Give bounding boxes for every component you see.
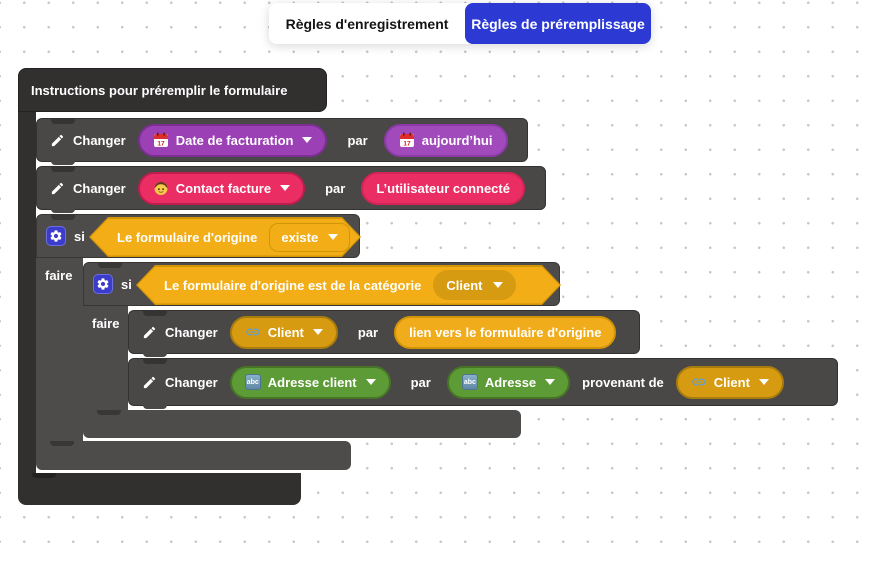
do-label: faire [92,316,120,331]
chevron-down-icon [758,379,769,385]
field-dropdown-client[interactable]: Client [229,315,338,349]
hexagon-fill [91,219,360,256]
calendar-icon: 17 [153,132,168,147]
rules-tab-bar: Règles d'enregistrement Règles de prérem… [269,3,651,44]
calendar-icon: 17 [399,132,414,147]
connector-label: par [347,132,368,148]
connector-notch [143,359,167,364]
condition-label: Le formulaire d'origine [117,229,258,245]
prefill-instructions-block-spine [18,112,36,473]
field-dropdown-date-facturation[interactable]: 17 Date de facturation [137,123,328,157]
prefill-instructions-block-header[interactable]: Instructions pour préremplir le formulai… [18,68,327,112]
blockly-workspace[interactable]: Instructions pour préremplir le formulai… [18,68,863,505]
chevron-down-icon [312,329,323,335]
tab-label: Règles d'enregistrement [285,15,449,32]
link-icon [246,328,260,336]
statement-set-client-block[interactable]: Changer Client par lien vers le formulai… [128,310,640,357]
dropdown-value: Client [713,374,750,390]
value-dropdown-adresse[interactable]: abc Adresse [446,365,571,399]
chevron-down-icon [492,282,503,288]
connector-notch [97,410,121,415]
condition-categorie-client-block[interactable]: Le formulaire d'origine est de la catégo… [136,265,561,305]
dropdown-value: Date de facturation [175,132,294,148]
chevron-down-icon [545,379,556,385]
abc-label: abc [463,378,476,386]
pencil-icon [143,326,156,338]
block-title: Instructions pour préremplir le formulai… [31,82,288,98]
connector-tab [51,208,75,213]
chevron-down-icon [280,185,291,191]
if-inner-do-section: faire [83,306,128,410]
connector-notch [51,167,75,172]
statement-set-date-block[interactable]: Changer 17 Date de facturation par 17 au… [36,118,528,165]
if-keyword-label: si [121,276,132,292]
connector-label: par [410,374,431,390]
operator-dropdown-existe[interactable]: existe [269,222,351,252]
if-inner-block-header[interactable]: si Le formulaire d'origine est de la cat… [83,262,560,306]
source-dropdown-client[interactable]: Client [675,365,784,399]
verb-label: Changer [165,324,218,340]
pencil-icon [51,182,64,194]
gear-icon[interactable] [46,226,66,246]
dropdown-value: Contact facture [175,180,272,196]
connector-label: par [325,180,346,196]
dropdown-value: existe [281,229,319,245]
value-label: L’utilisateur connecté [376,180,510,196]
prefill-instructions-block-footer [18,473,301,505]
svg-text:17: 17 [403,140,411,147]
verb-label: Changer [165,374,218,390]
svg-text:17: 17 [157,140,165,147]
chevron-down-icon [365,379,376,385]
verb-label: Changer [73,132,126,148]
value-block-utilisateur-connecte[interactable]: L’utilisateur connecté [361,171,525,205]
do-label: faire [45,268,73,283]
category-dropdown-client[interactable]: Client [433,270,516,300]
tab-regles-preremplissage[interactable]: Règles de préremplissage [465,3,651,44]
connector-notch [143,311,167,316]
verb-label: Changer [73,180,126,196]
if-outer-block-footer [36,441,351,470]
if-keyword-label: si [74,228,85,244]
dropdown-value: Client [267,324,304,340]
connector-notch [32,473,56,478]
gear-icon[interactable] [93,274,113,294]
if-inner-block-footer [83,410,521,438]
statement-set-contact-block[interactable]: Changer Contact facture par L’utilisateu… [36,166,546,213]
dropdown-value: Adresse [484,374,537,390]
condition-formulaire-origine-existe-block[interactable]: Le formulaire d'origine existe [89,217,361,257]
tab-label: Règles de préremplissage [471,15,645,32]
pencil-icon [51,134,64,146]
connector-label: provenant de [582,374,664,390]
value-block-aujourdhui[interactable]: 17 aujourd’hui [383,123,508,157]
connector-tab [143,404,167,409]
if-outer-block-header[interactable]: si Le formulaire d'origine existe [36,214,360,258]
value-label: lien vers le formulaire d'origine [409,324,602,340]
tab-regles-enregistrement[interactable]: Règles d'enregistrement [269,3,465,44]
text-field-icon: abc [244,374,261,390]
text-field-icon: abc [461,374,478,390]
link-icon [692,378,706,386]
chevron-down-icon [328,234,339,240]
value-label: aujourd’hui [421,132,493,148]
chevron-down-icon [302,137,313,143]
condition-label: Le formulaire d'origine est de la catégo… [164,277,422,293]
if-outer-do-section: faire [36,258,83,441]
connector-tab [51,160,75,165]
connector-notch [51,119,75,124]
person-icon [154,182,168,195]
connector-label: par [357,324,379,340]
statement-set-address-block[interactable]: Changer abc Adresse client par abc Adres… [128,358,838,409]
field-dropdown-contact-facture[interactable]: Contact facture [137,171,306,205]
pencil-icon [143,376,156,388]
field-dropdown-adresse-client[interactable]: abc Adresse client [229,365,391,399]
connector-tab [143,352,167,357]
dropdown-value: Adresse client [267,374,357,390]
connector-notch [51,215,75,220]
dropdown-value: Client [446,277,483,293]
connector-notch [98,263,122,268]
value-block-lien-formulaire-origine[interactable]: lien vers le formulaire d'origine [394,315,617,349]
abc-label: abc [246,378,259,386]
connector-notch [50,441,74,446]
